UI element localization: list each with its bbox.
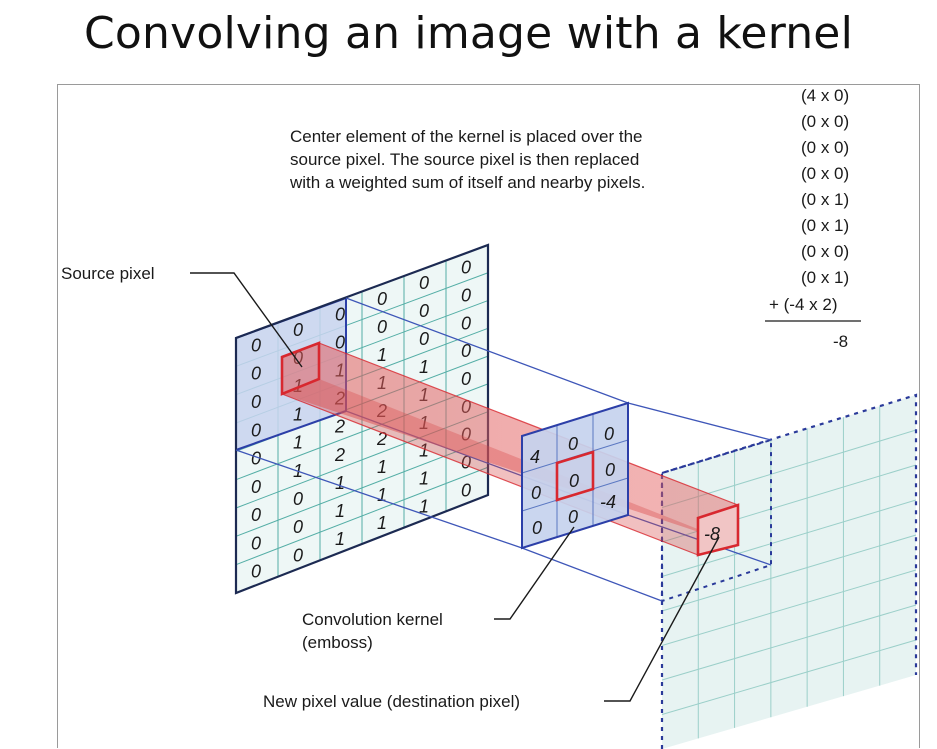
source-grid-line (235, 438, 489, 537)
source-cell: 2 (376, 429, 387, 449)
label-kernel-sub: (emboss) (302, 633, 373, 652)
source-cell: 0 (461, 285, 471, 305)
source-cell: 0 (251, 335, 261, 355)
source-cell: 0 (461, 341, 471, 361)
source-cell: 0 (293, 545, 303, 565)
source-cell: 0 (461, 369, 471, 389)
source-cell: 0 (461, 313, 471, 333)
callouts: Source pixel Convolution kernel (emboss)… (61, 264, 720, 711)
calc-result: -8 (833, 332, 848, 351)
kernel-cell: 0 (532, 518, 542, 538)
source-cell: 1 (335, 501, 345, 521)
source-cell: 0 (419, 301, 429, 321)
source-cell: 0 (251, 420, 261, 440)
kernel-cell: -4 (600, 492, 616, 512)
kernel-cell: 0 (569, 471, 579, 491)
source-cell: 0 (335, 332, 345, 352)
kernel-cell: 0 (568, 434, 578, 454)
page-title: Convolving an image with a kernel (83, 8, 854, 59)
source-cell: 0 (461, 480, 471, 500)
source-cell: 0 (251, 392, 261, 412)
source-cell: 2 (334, 445, 345, 465)
calc-term-8: (0 x 1) (801, 268, 849, 287)
kernel-cell: 0 (605, 460, 615, 480)
source-cell: 0 (335, 304, 345, 324)
source-cell: 1 (293, 404, 303, 424)
description-line-3: with a weighted sum of itself and nearby… (289, 173, 645, 192)
source-cell: 0 (377, 289, 387, 309)
description-line-1: Center element of the kernel is placed o… (290, 127, 642, 146)
source-cell: 1 (335, 473, 345, 493)
source-cell: 1 (377, 345, 387, 365)
source-cell: 1 (419, 497, 429, 517)
source-cell: 0 (461, 258, 471, 278)
kernel-cell: 0 (531, 483, 541, 503)
calc-term-2: (0 x 0) (801, 112, 849, 131)
source-cell: 0 (419, 329, 429, 349)
source-cell: 1 (377, 485, 387, 505)
calc-term-4: (0 x 0) (801, 164, 849, 183)
source-cell: 1 (419, 441, 429, 461)
calc-term-6: (0 x 1) (801, 216, 849, 235)
kernel-cell: 4 (530, 447, 540, 467)
source-cell: 0 (251, 477, 261, 497)
description-line-2: source pixel. The source pixel is then r… (290, 150, 639, 169)
label-source-pixel: Source pixel (61, 264, 155, 283)
source-cell: 0 (251, 562, 261, 582)
source-cell: 1 (377, 457, 387, 477)
convolution-diagram: Center element of the kernel is placed o… (61, 86, 918, 749)
description: Center element of the kernel is placed o… (289, 127, 645, 192)
source-cell: 1 (419, 469, 429, 489)
destination-grid-line (661, 604, 917, 681)
destination-region (661, 438, 772, 603)
calc-term-1: (4 x 0) (801, 86, 849, 105)
calc-term-9: + (-4 x 2) (769, 295, 838, 314)
calc-term-5: (0 x 1) (801, 190, 849, 209)
calculation: (4 x 0) (0 x 0) (0 x 0) (0 x 0) (0 x 1) … (765, 86, 861, 351)
destination-image (660, 393, 918, 749)
source-cell: 0 (251, 449, 261, 469)
source-cell: 0 (251, 505, 261, 525)
kernel: 4 0 0 0 0 0 0 0 -4 (521, 401, 629, 550)
source-cell: 0 (251, 533, 261, 553)
destination-value: -8 (704, 524, 720, 544)
destination-grid-line (661, 534, 917, 612)
destination-grid-line (661, 639, 917, 715)
source-cell: 0 (293, 517, 303, 537)
source-cell: 0 (293, 320, 303, 340)
source-cell: 1 (377, 513, 387, 533)
diagram-frame: Center element of the kernel is placed o… (57, 84, 920, 749)
destination-grid-line (661, 569, 917, 646)
destination-pointer (604, 536, 720, 702)
kernel-center-highlight (555, 450, 595, 502)
source-cell: 0 (293, 489, 303, 509)
label-destination: New pixel value (destination pixel) (263, 692, 520, 711)
source-cell: 2 (334, 417, 345, 437)
source-cell: 1 (419, 357, 429, 377)
kernel-pointer (494, 526, 575, 620)
source-grid-line (235, 466, 489, 566)
destination-pixel: -8 (696, 503, 740, 557)
source-pixel-pointer (190, 272, 303, 368)
source-cell: 0 (251, 364, 261, 384)
source-cell: 0 (419, 273, 429, 293)
source-cell: 0 (377, 317, 387, 337)
calc-term-7: (0 x 0) (801, 242, 849, 261)
label-kernel: Convolution kernel (302, 610, 443, 629)
source-cell: 1 (335, 529, 345, 549)
source-pixel-highlight (280, 341, 321, 396)
source-cell: 0 (461, 452, 471, 472)
source-cell: 1 (293, 433, 303, 453)
calc-term-3: (0 x 0) (801, 138, 849, 157)
kernel-cell: 0 (568, 507, 578, 527)
kernel-cell: 0 (604, 424, 614, 444)
